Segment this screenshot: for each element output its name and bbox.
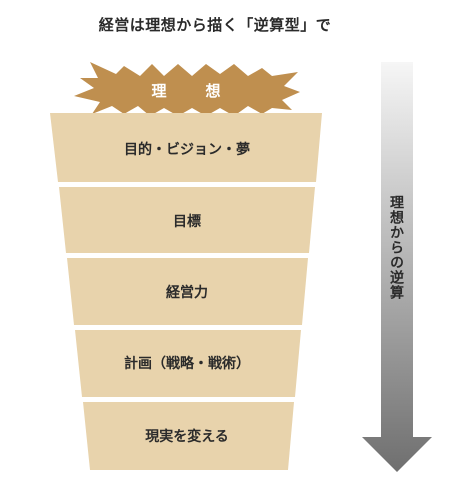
level-1-label: 目的・ビジョン・夢 bbox=[124, 141, 250, 158]
ideal-burst bbox=[74, 62, 300, 116]
level-5-shape bbox=[83, 402, 294, 470]
ideal-label: 理 想 bbox=[151, 82, 232, 100]
page-title: 経営は理想から描く「逆算型」で bbox=[98, 16, 332, 34]
level-2-shape bbox=[59, 187, 315, 253]
level-3-label: 経営力 bbox=[166, 284, 208, 301]
level-3-shape bbox=[67, 258, 308, 325]
level-1-shape bbox=[50, 113, 322, 182]
level-2-label: 目標 bbox=[173, 213, 201, 230]
level-5-label: 現実を変える bbox=[145, 428, 229, 445]
level-4-shape bbox=[75, 330, 301, 397]
level-4-label: 計画（戦略・戦術） bbox=[124, 355, 250, 372]
arrow-label: 理想からの逆算 bbox=[388, 195, 404, 300]
down-arrow bbox=[362, 62, 432, 472]
